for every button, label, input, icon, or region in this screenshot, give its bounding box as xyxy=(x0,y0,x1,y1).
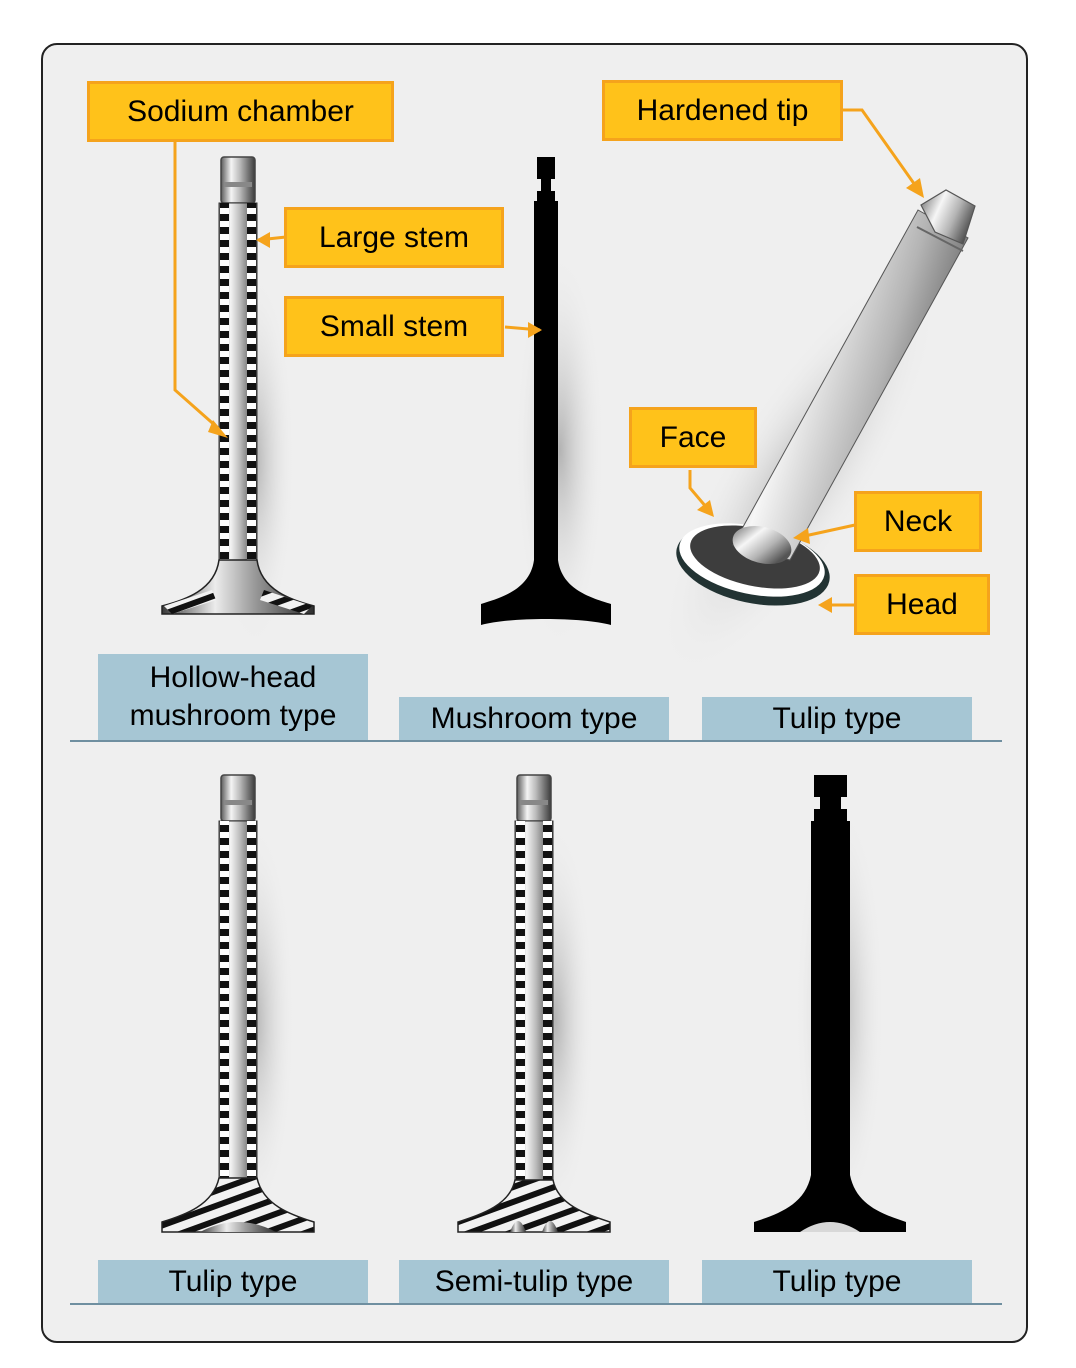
caption-tulip-type-top: Tulip type xyxy=(702,697,972,740)
callout-head: Head xyxy=(854,574,990,635)
hollow-head-mushroom-valve xyxy=(161,156,315,650)
callout-sodium-chamber: Sodium chamber xyxy=(87,81,394,142)
tilted-tulip-valve xyxy=(659,189,976,677)
caption-mushroom-type: Mushroom type xyxy=(399,697,669,740)
callout-small-stem: Small stem xyxy=(284,296,504,357)
callout-face: Face xyxy=(629,407,757,468)
mushroom-valve xyxy=(481,157,611,650)
caption-tulip-type-bottom-right: Tulip type xyxy=(702,1260,972,1303)
callout-hardened-tip: Hardened tip xyxy=(602,80,843,141)
caption-tulip-type-bottom-left: Tulip type xyxy=(98,1260,368,1303)
caption-semi-tulip-type: Semi-tulip type xyxy=(399,1260,669,1303)
callout-large-stem: Large stem xyxy=(284,207,504,268)
divider-top xyxy=(70,740,1002,742)
divider-bottom xyxy=(70,1303,1002,1305)
caption-hollow-head-mushroom-type: Hollow-head mushroom type xyxy=(98,654,368,740)
leader-lines xyxy=(173,108,924,613)
semi-tulip-valve xyxy=(457,774,611,1233)
callout-neck: Neck xyxy=(854,491,982,552)
tulip-valve-solid xyxy=(754,775,906,1232)
tulip-valve-striped xyxy=(161,774,315,1233)
